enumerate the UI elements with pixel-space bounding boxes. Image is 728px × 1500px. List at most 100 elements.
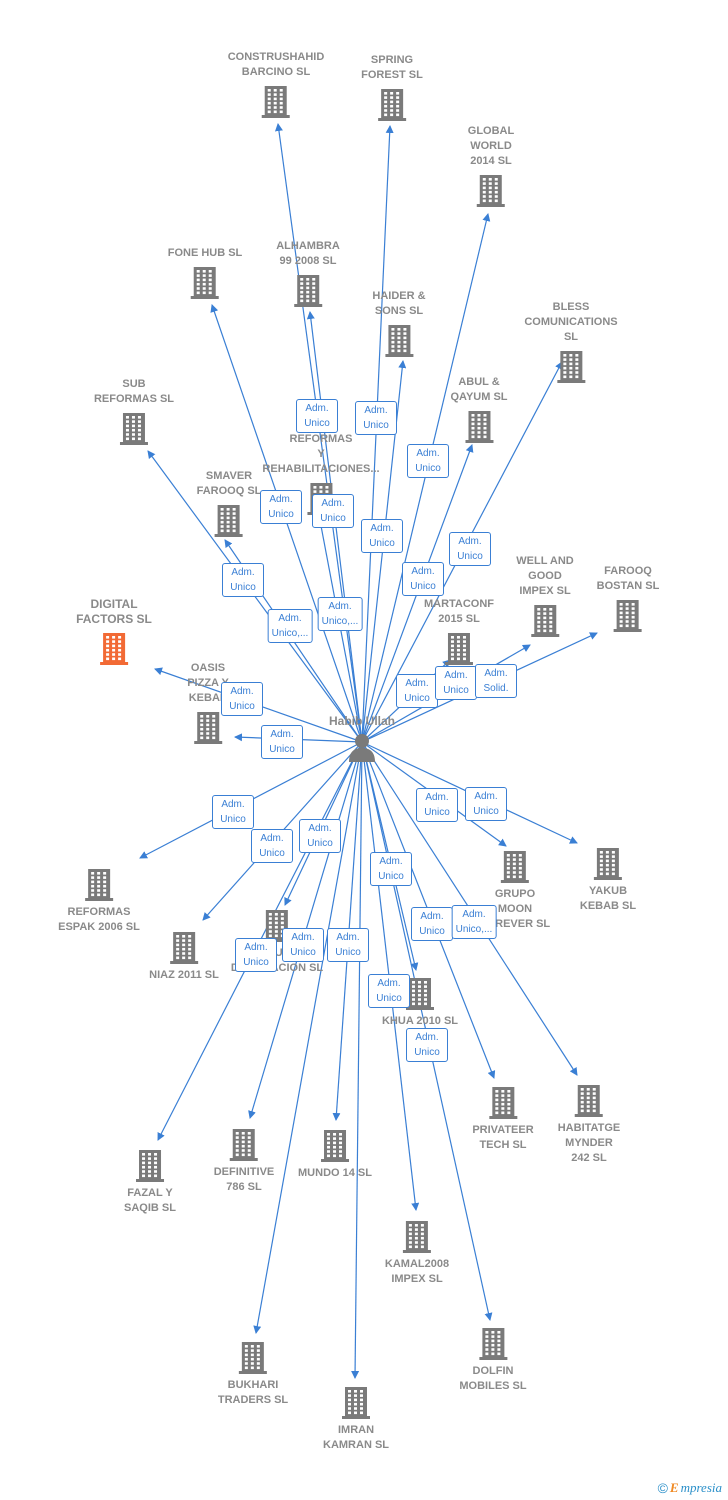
company-node-haider[interactable]: HAIDER &SONS SL — [372, 289, 426, 357]
company-node-niaz[interactable]: NIAZ 2011 SL — [149, 930, 219, 983]
company-name-line: GLOBAL — [467, 125, 515, 137]
role-badge[interactable]: Adm.Unico — [416, 788, 458, 822]
role-badge[interactable]: Adm.Unico — [221, 682, 263, 716]
company-node-khua[interactable]: KHUA 2010 SL — [382, 976, 458, 1029]
role-badge[interactable]: Adm.Unico — [402, 562, 444, 596]
role-badge[interactable]: Adm.Unico — [370, 852, 412, 886]
role-badge[interactable]: Adm.Unico,... — [451, 905, 497, 939]
edge-bukhari — [253, 741, 363, 1334]
role-badge-line: Adm. — [370, 523, 394, 534]
role-badge[interactable]: Adm.Unico — [396, 674, 438, 708]
role-badge[interactable]: Adm.Unico — [361, 519, 403, 553]
role-badge[interactable]: Adm.Unico — [282, 928, 324, 962]
building-icon — [215, 505, 243, 537]
company-name-line: BLESS — [552, 301, 590, 313]
company-node-mundo[interactable]: MUNDO 14 SL — [298, 1128, 372, 1181]
company-name-line: REFORMAS — [67, 906, 131, 918]
role-badge[interactable]: Adm.Unico — [212, 795, 254, 829]
role-badge-line: Unico — [404, 693, 430, 704]
role-badge[interactable]: Adm.Unico — [222, 563, 264, 597]
role-badge[interactable]: Adm.Unico,... — [267, 609, 313, 643]
role-badge[interactable]: Adm.Unico — [260, 490, 302, 524]
role-badge-line: Adm. — [260, 833, 284, 844]
role-badge-line: Adm. — [444, 670, 468, 681]
role-badge-line: Unico,... — [271, 628, 309, 639]
company-node-reformasespak[interactable]: REFORMAS ESPAK 2006 SL — [58, 867, 140, 935]
building-icon — [403, 1221, 431, 1253]
role-badge[interactable]: Adm.Unico,... — [317, 597, 363, 631]
role-badge-line: Adm. — [474, 791, 498, 802]
role-badge[interactable]: Adm.Unico — [355, 401, 397, 435]
building-icon — [464, 411, 493, 443]
role-badge[interactable]: Adm.Unico — [407, 444, 449, 478]
role-badge-line: Adm. — [416, 448, 440, 459]
role-badge[interactable]: Adm.Unico — [251, 829, 293, 863]
company-name-line: ESPAK 2006 SL — [58, 921, 140, 933]
company-node-abul[interactable]: ABUL &QAYUM SL — [450, 375, 508, 443]
edge-global — [361, 213, 491, 743]
role-badge[interactable]: Adm.Solid. — [475, 664, 517, 698]
building-icon — [593, 848, 622, 880]
role-badge-line: Unico — [243, 957, 269, 968]
person-node[interactable]: Habib Ullah — [329, 714, 395, 762]
person-icon — [348, 734, 375, 762]
company-name-line: ALHAMBRA — [276, 240, 340, 252]
role-badge[interactable]: Adm.Unico — [235, 938, 277, 972]
company-name: ABUL &QAYUM SL — [450, 375, 507, 405]
role-badge[interactable]: Adm.Unico — [327, 928, 369, 962]
role-badge[interactable]: Adm.Unico — [406, 1028, 448, 1062]
role-badge-line: Unico — [410, 581, 436, 592]
role-badge-line: Adm. — [269, 494, 293, 505]
role-badge[interactable]: Adm.Unico — [465, 787, 507, 821]
role-badge-line: Adm. — [458, 536, 482, 547]
role-badge[interactable]: Adm.Unico — [299, 819, 341, 853]
role-badge[interactable]: Adm.Unico — [261, 725, 303, 759]
role-badge[interactable]: Adm.Unico — [435, 666, 477, 700]
role-badge[interactable]: Adm.Unico — [296, 399, 338, 433]
company-name-line: KAMAL2008 — [384, 1258, 450, 1270]
role-badge-line: Adm. — [305, 403, 329, 414]
company-node-fonehub[interactable]: FONE HUB SL — [168, 246, 242, 299]
company-name-line: KAMRAN SL — [323, 1439, 389, 1451]
role-badge-line: Adm. — [308, 823, 332, 834]
role-badge[interactable]: Adm.Unico — [368, 974, 410, 1008]
building-icon — [191, 267, 219, 299]
role-badge[interactable]: Adm.Unico — [449, 532, 491, 566]
building-icon — [384, 325, 413, 357]
role-badge[interactable]: Adm.Unico — [411, 907, 453, 941]
company-name-line: MARTACONF — [423, 598, 495, 610]
role-badge-line: Unico — [220, 814, 246, 825]
role-badge[interactable]: Adm.Unico — [312, 494, 354, 528]
